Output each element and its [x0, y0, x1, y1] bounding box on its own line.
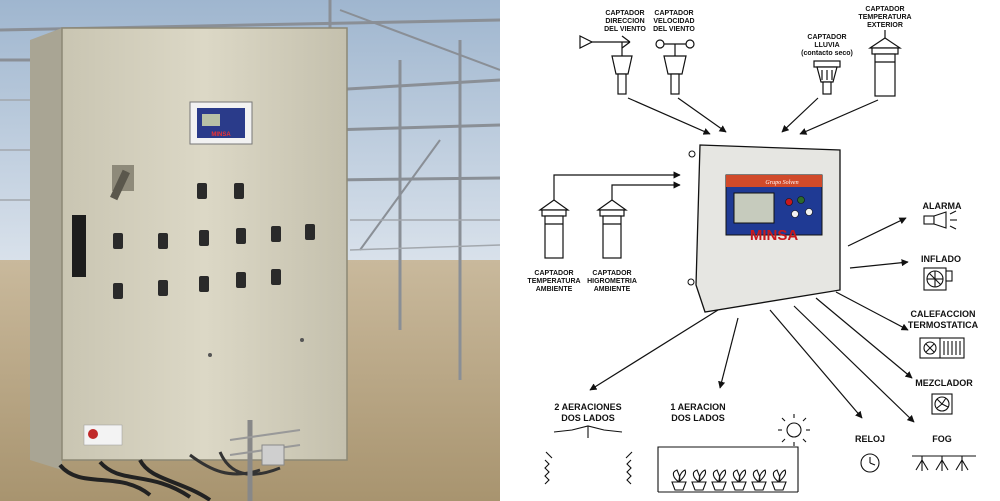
- ambient-humidity-sensor-icon: [596, 186, 628, 259]
- svg-text:1 AERACION: 1 AERACION: [670, 402, 725, 412]
- connection-diagram: CAPTADOR DIRECCION DEL VIENTO CAPTADOR V…: [527, 6, 979, 493]
- greenhouse-cabinet-photo: MINSA: [0, 0, 500, 501]
- controller-unit: Grupo Solven MINSA: [687, 144, 841, 313]
- label-captador-higrometria-ambiente: CAPTADOR HIGROMETRIA AMBIENTE: [587, 270, 637, 293]
- output-arrows-right: [769, 217, 915, 423]
- wind-speed-sensor-icon: [655, 39, 695, 95]
- two-side-ventilation-icon: [544, 425, 633, 485]
- mixer-fan-icon: [931, 393, 953, 415]
- rain-sensor-icon: [813, 60, 841, 95]
- svg-text:CAPTADOR: CAPTADOR: [654, 10, 693, 17]
- label-calefaccion-termostatica: CALEFACCION TERMOSTATICA: [908, 309, 979, 330]
- greenhouse-plants-icon: [657, 446, 799, 493]
- label-fog: FOG: [932, 434, 952, 444]
- fog-nozzles-icon: [912, 455, 976, 471]
- label-inflado: INFLADO: [921, 254, 961, 264]
- label-captador-velocidad-viento: CAPTADOR VELOCIDAD DEL VIENTO: [653, 10, 695, 33]
- svg-text:CAPTADOR: CAPTADOR: [592, 270, 631, 277]
- svg-text:DIRECCION: DIRECCION: [605, 18, 644, 25]
- svg-text:VELOCIDAD: VELOCIDAD: [653, 18, 694, 25]
- selector-knobs: [113, 183, 315, 299]
- svg-text:CAPTADOR: CAPTADOR: [865, 6, 904, 13]
- output-arrows-bottom: [589, 309, 739, 391]
- svg-text:DOS LADOS: DOS LADOS: [561, 413, 615, 423]
- svg-text:EXTERIOR: EXTERIOR: [867, 22, 903, 29]
- svg-text:AMBIENTE: AMBIENTE: [594, 286, 631, 293]
- input-arrows-left: [553, 171, 681, 189]
- control-cabinet: MINSA: [30, 27, 348, 470]
- svg-text:(contacto seco): (contacto seco): [801, 50, 853, 57]
- svg-text:DOS LADOS: DOS LADOS: [671, 413, 725, 423]
- svg-text:2 AERACIONES: 2 AERACIONES: [554, 402, 621, 412]
- controller-brand: MINSA: [750, 227, 799, 244]
- main-switch: [110, 165, 134, 201]
- svg-text:HIGROMETRIA: HIGROMETRIA: [587, 278, 637, 285]
- svg-text:DEL VIENTO: DEL VIENTO: [653, 26, 695, 33]
- controller-lcd: [733, 192, 775, 224]
- svg-text:TEMPERATURA: TEMPERATURA: [858, 14, 911, 21]
- sun-icon: [778, 414, 810, 446]
- controller-top-text: Grupo Solven: [765, 180, 798, 186]
- label-reloj: RELOJ: [855, 434, 885, 444]
- label-captador-temperatura-ambiente: CAPTADOR TEMPERATURA AMBIENTE: [527, 270, 580, 293]
- svg-text:CAPTADOR: CAPTADOR: [605, 10, 644, 17]
- svg-text:AMBIENTE: AMBIENTE: [536, 286, 573, 293]
- ambient-temperature-sensor-icon: [538, 176, 570, 259]
- svg-text:TERMOSTATICA: TERMOSTATICA: [908, 320, 979, 330]
- label-mezclador: MEZCLADOR: [915, 378, 973, 388]
- alarm-siren-icon: [923, 210, 957, 230]
- svg-text:CAPTADOR: CAPTADOR: [534, 270, 573, 277]
- svg-text:LLUVIA: LLUVIA: [814, 42, 839, 49]
- input-arrows-top: [627, 97, 879, 135]
- inflation-fan-icon: [923, 267, 953, 291]
- cable-tray: [58, 420, 301, 501]
- label-alarma: ALARMA: [923, 201, 962, 211]
- clock-icon: [860, 453, 880, 473]
- label-captador-temperatura-exterior: CAPTADOR TEMPERATURA EXTERIOR: [858, 6, 911, 29]
- photo-screen-brand: MINSA: [211, 132, 231, 138]
- svg-text:DEL VIENTO: DEL VIENTO: [604, 26, 646, 33]
- svg-text:CAPTADOR: CAPTADOR: [807, 34, 846, 41]
- wind-direction-sensor-icon: [579, 35, 633, 95]
- label-captador-lluvia: CAPTADOR LLUVIA (contacto seco): [801, 34, 853, 57]
- label-1-aeracion-dos-lados: 1 AERACION DOS LADOS: [670, 402, 725, 423]
- exterior-temperature-sensor-icon: [868, 30, 902, 97]
- label-2-aeraciones-dos-lados: 2 AERACIONES DOS LADOS: [554, 402, 621, 423]
- svg-text:CALEFACCION: CALEFACCION: [911, 309, 976, 319]
- svg-text:TEMPERATURA: TEMPERATURA: [527, 278, 580, 285]
- heater-icon: [919, 337, 965, 359]
- label-captador-direccion-viento: CAPTADOR DIRECCION DEL VIENTO: [604, 10, 646, 33]
